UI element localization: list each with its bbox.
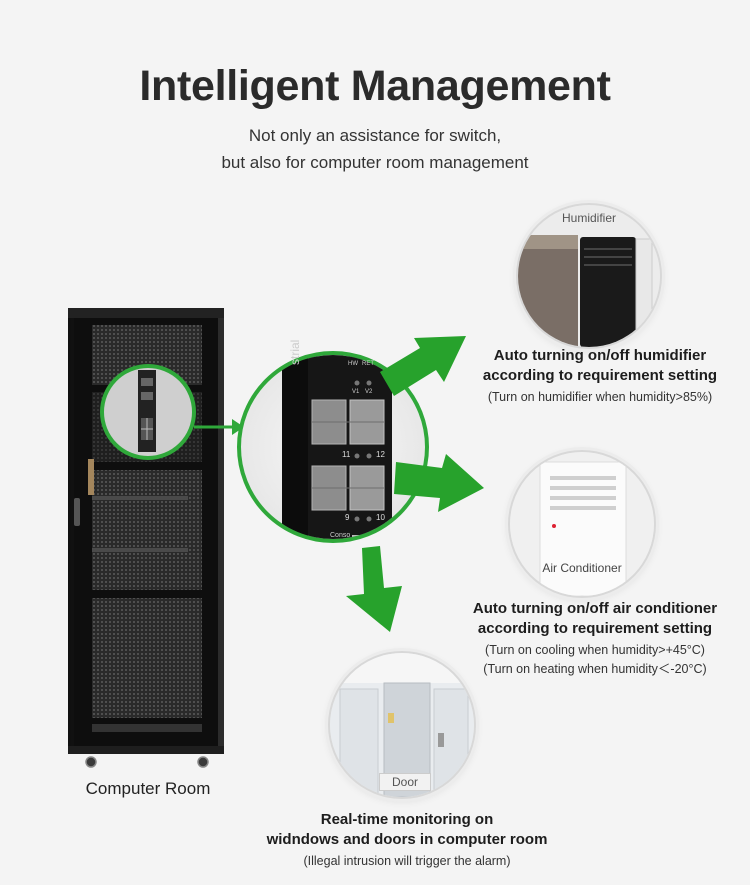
port-number-12: 12: [376, 450, 385, 459]
led-label-hw: HW: [348, 361, 358, 367]
door-caption-line-1: Real-time monitoring on: [320, 811, 494, 828]
port-number-10: 10: [376, 513, 385, 522]
arrow-to-door: [346, 546, 402, 632]
door-tag: Door: [379, 773, 431, 791]
subtitle-line-2: but also for computer room management: [221, 153, 529, 172]
computer-room-label: Computer Room: [85, 779, 211, 798]
switch-brand-text: strial: [288, 339, 302, 365]
door-note: (Illegal intrusion will trigger the alar…: [303, 854, 511, 868]
air-conditioner-note-line-1: (Turn on cooling when humidity>+45°C): [485, 643, 705, 657]
port-number-9: 9: [345, 513, 350, 522]
led-label-v2: V2: [365, 389, 373, 395]
humidifier-note: (Turn on humidifier when humidity>85%): [487, 390, 713, 404]
humidifier-caption-line-2: according to requirement setting: [482, 367, 718, 384]
humidifier-caption-line-1: Auto turning on/off humidifier: [493, 347, 707, 364]
air-conditioner-caption-line-2: according to requirement setting: [477, 620, 713, 637]
rack-highlight-circle: [100, 364, 196, 460]
air-conditioner-tag: Air Conditioner: [542, 561, 622, 575]
humidifier-image: [518, 205, 660, 347]
port-number-11: 11: [342, 450, 351, 459]
air-conditioner-note-line-2: (Turn on heating when humidity＜-20°C): [483, 662, 707, 676]
air-conditioner-photo: [510, 452, 654, 596]
humidifier-photo: [518, 205, 660, 347]
humidifier-tag: Humidifier: [561, 211, 616, 225]
arrow-to-air-conditioner: [394, 454, 484, 512]
led-label-v1: V1: [352, 389, 360, 395]
arrow-to-humidifier: [380, 336, 466, 396]
connector-arrow: [194, 419, 244, 435]
subtitle-line-1: Not only an assistance for switch,: [248, 126, 502, 145]
led-label-ret: RET: [362, 361, 374, 367]
page-title: Intelligent Management: [139, 62, 611, 110]
air-conditioner-image: [510, 452, 654, 596]
door-caption-line-2: widndows and doors in computer room: [266, 831, 548, 848]
server-rack: [68, 308, 224, 768]
switch-zoom-circle: [237, 351, 429, 543]
air-conditioner-caption-line-1: Auto turning on/off air conditioner: [472, 600, 718, 617]
console-label: Conso: [330, 532, 351, 539]
